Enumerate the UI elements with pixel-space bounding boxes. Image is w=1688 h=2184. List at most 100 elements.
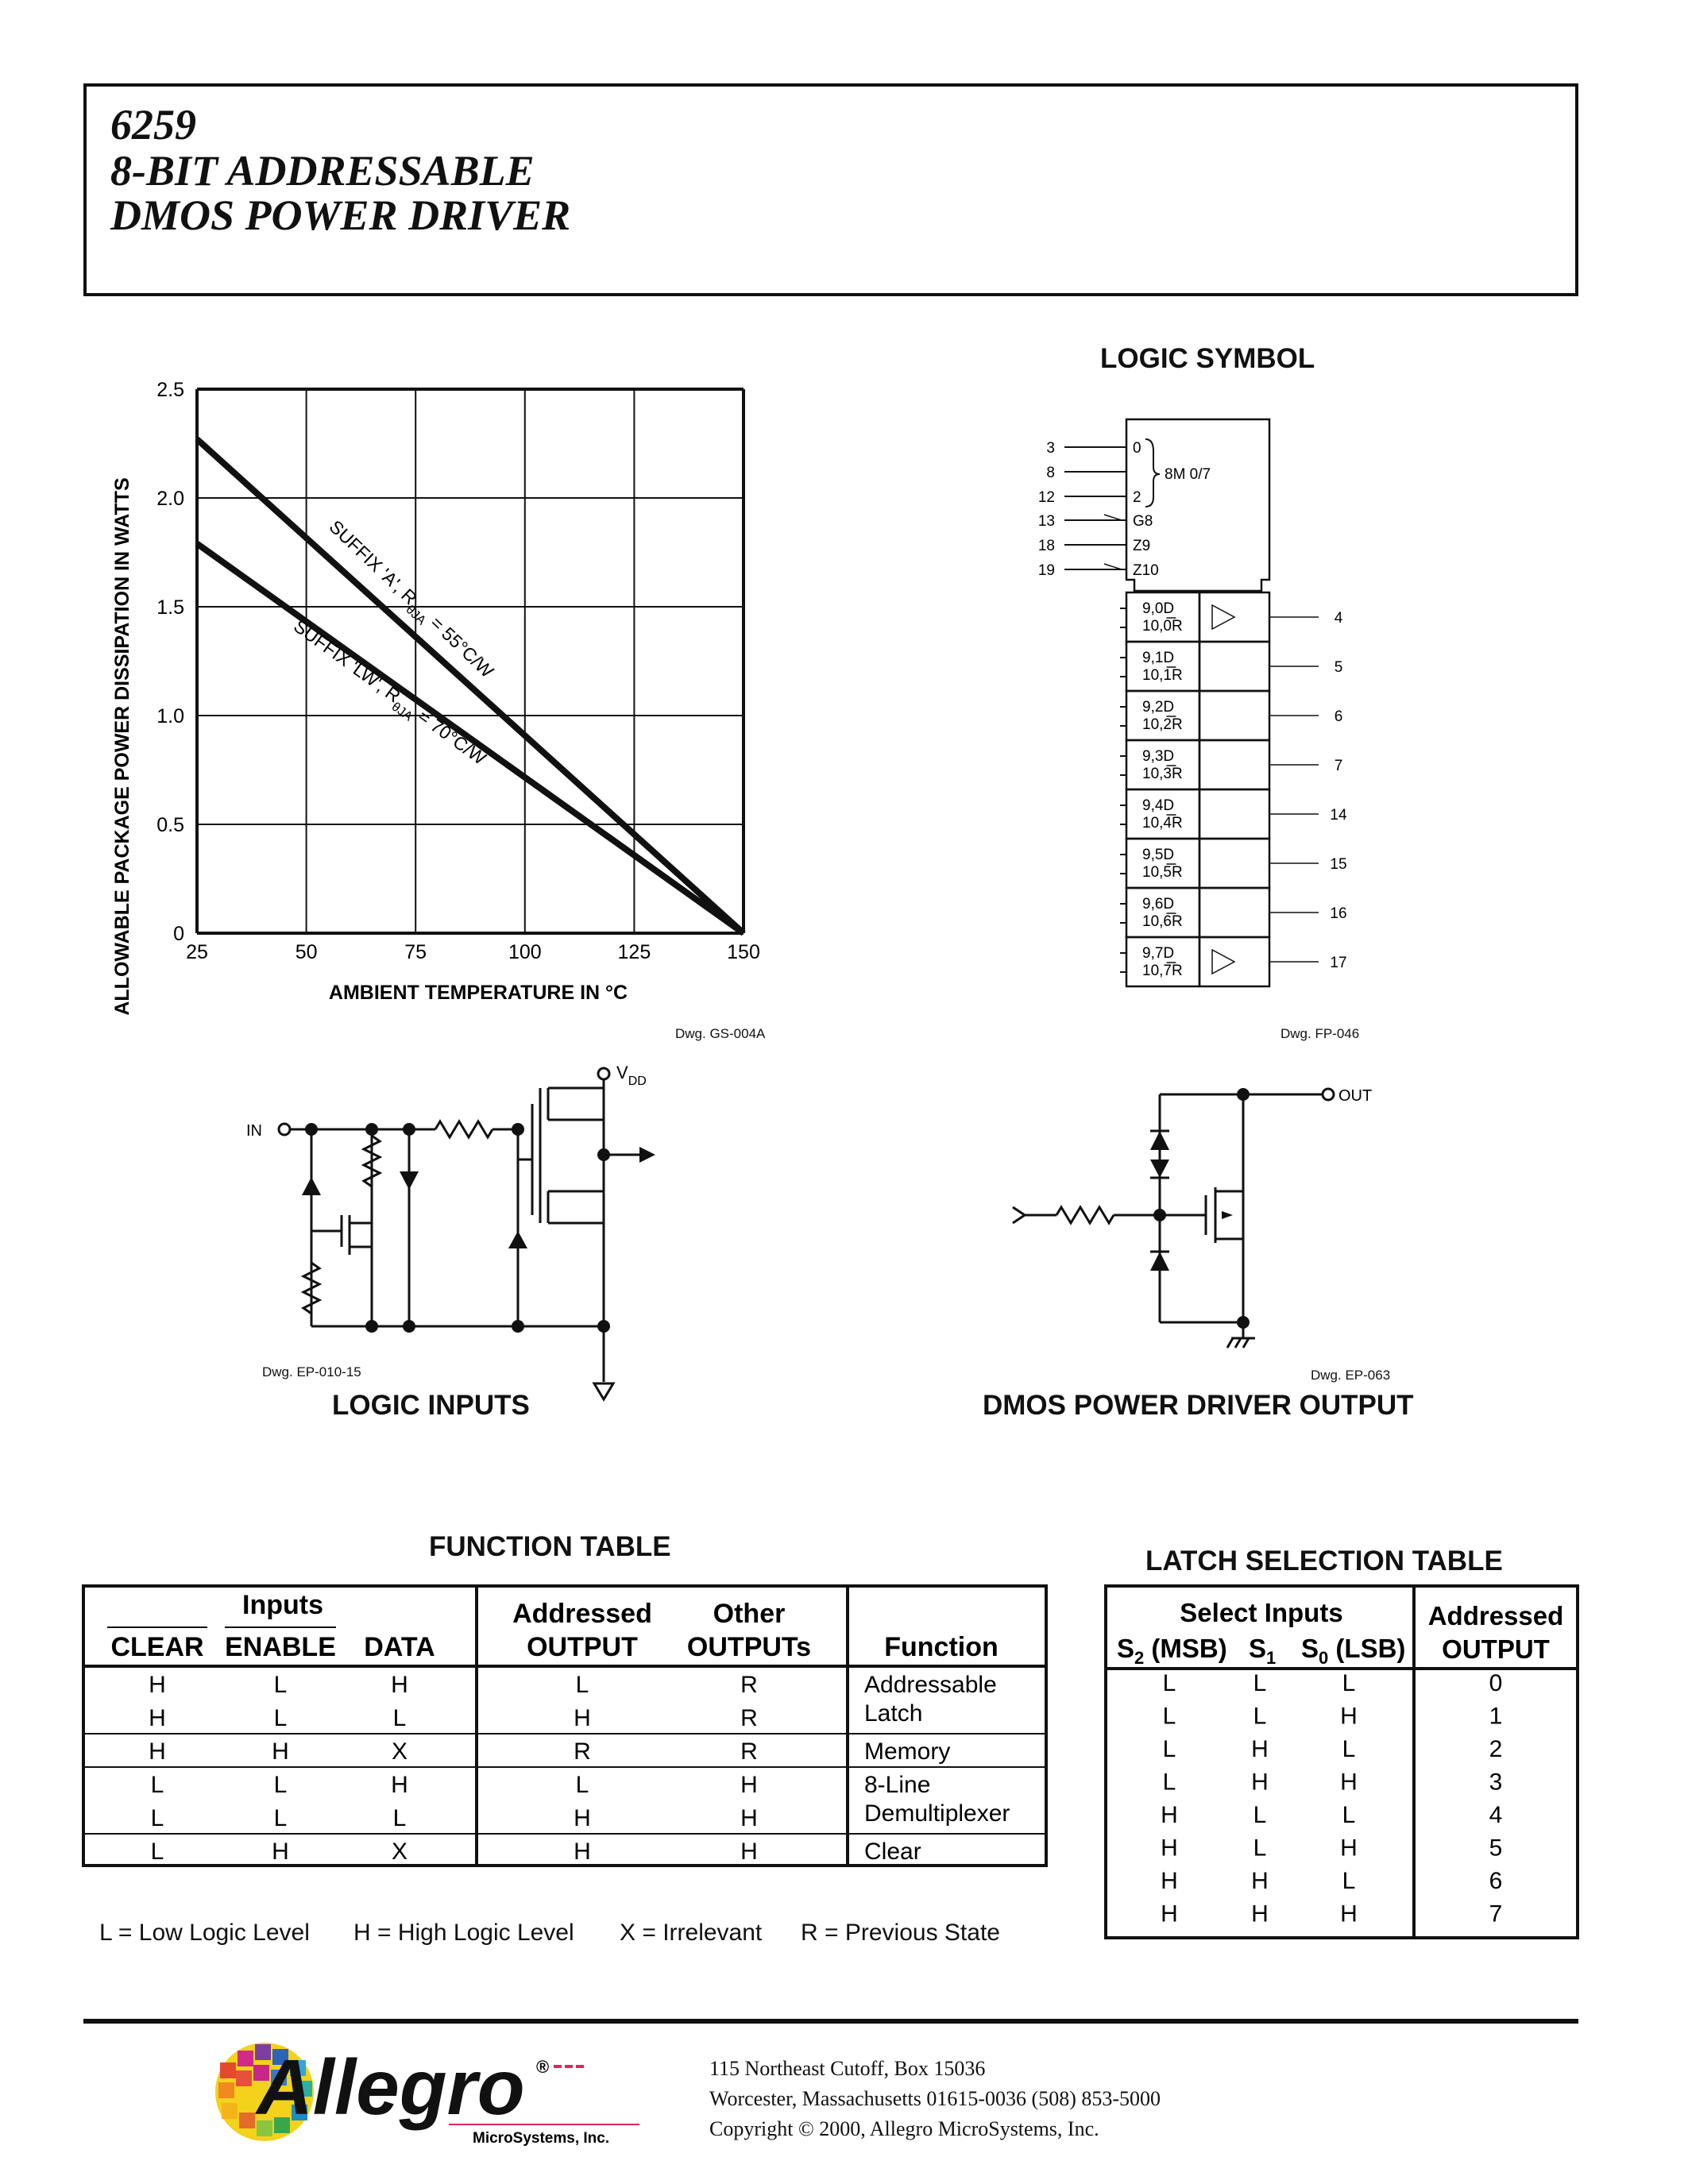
pin-3: 3 [1046, 440, 1055, 457]
col-function: Function [884, 1632, 999, 1662]
cell-pin-14: 14 [1330, 807, 1347, 824]
cell-pin-7: 7 [1335, 758, 1343, 774]
latch-table-cell: L [1163, 1704, 1176, 1730]
col-data: DATA [364, 1632, 435, 1662]
latch-table-cell: L [1163, 1736, 1176, 1762]
latch-table-cell: H [1251, 1868, 1269, 1894]
vdd-sub: DD [628, 1075, 647, 1088]
chart-y-label: ALLOWABLE PACKAGE POWER DISSIPATION IN W… [111, 477, 133, 1015]
y-tick-label: 0.5 [156, 814, 184, 836]
copyright: Copyright © 2000, Allegro MicroSystems, … [709, 2117, 1099, 2140]
latch-table-cell: 0 [1489, 1670, 1503, 1696]
cell-d-label: 9,4D [1142, 797, 1174, 814]
function-label: Clear [864, 1839, 921, 1865]
y-tick-label: 1.5 [156, 596, 184, 619]
latch-table-cell: H [1161, 1901, 1178, 1927]
function-table-cell: L [274, 1805, 288, 1831]
function-table-cell: H [149, 1705, 166, 1731]
s0-tail: (LSB) [1328, 1634, 1405, 1663]
function-table-cell: X [392, 1839, 408, 1865]
function-table-cell: H [740, 1805, 758, 1831]
addressed-label-1: Addressed [1428, 1601, 1564, 1630]
y-tick-label: 0 [173, 923, 184, 945]
cell-d-label: 9,7D [1142, 945, 1174, 962]
latch-table-cell: L [1163, 1769, 1176, 1796]
function-table-cell: H [574, 1705, 591, 1731]
series-line-1 [195, 541, 746, 936]
s1-sub: 1 [1266, 1648, 1276, 1668]
title-line-2: DMOS POWER DRIVER [110, 191, 571, 239]
logo-sub: MicroSystems, Inc. [473, 2130, 609, 2147]
function-table-cell: H [272, 1738, 289, 1765]
pin-13: 13 [1038, 513, 1055, 530]
addressed-label-2: OUTPUT [1442, 1634, 1550, 1664]
part-number: 6259 [110, 101, 196, 149]
latch-table-cell: H [1251, 1901, 1269, 1927]
cell-r-label: 10,3R [1142, 766, 1183, 782]
title-line-1: 8-BIT ADDRESSABLE [110, 147, 535, 195]
latch-table-cell: 5 [1489, 1835, 1503, 1862]
dmos-output-schematic: OUT [1012, 1087, 1372, 1349]
cell-pin-17: 17 [1330, 955, 1346, 971]
vdd-main: V [616, 1063, 628, 1082]
latch-table-cell: L [1342, 1802, 1356, 1828]
cell-r-label: 10,7R [1142, 963, 1183, 979]
pin-12: 12 [1038, 489, 1055, 506]
s0-sub: 0 [1319, 1648, 1328, 1668]
s2-sub: 2 [1134, 1648, 1144, 1668]
cell-r-label: 10,1R [1142, 667, 1183, 684]
select-inputs-label: Select Inputs [1180, 1598, 1342, 1627]
x-tick-label: 125 [618, 941, 651, 963]
dmos-drawing-number: Dwg. EP-063 [1311, 1368, 1391, 1383]
function-label: Demultiplexer [864, 1800, 1010, 1827]
s2-main: S [1117, 1634, 1134, 1663]
latch-table-heading: LATCH SELECTION TABLE [1145, 1545, 1503, 1576]
function-table-cell: L [274, 1705, 288, 1731]
cell-output-box [1198, 837, 1271, 889]
function-table-cell: H [272, 1839, 289, 1865]
logic-symbol-heading: LOGIC SYMBOL [1100, 343, 1315, 374]
latch-selection-table: Select Inputs S2 (MSB) S1 S0 (LSB) Addre… [1104, 1584, 1579, 1939]
latch-table-cell: 7 [1489, 1901, 1503, 1927]
col-enable: ENABLE [225, 1632, 336, 1662]
latch-table-cell: L [1253, 1670, 1267, 1696]
function-table-cell: L [151, 1805, 164, 1831]
logic-inputs-schematic: IN VDD [246, 1063, 655, 1402]
cell-pin-4: 4 [1335, 610, 1343, 627]
col-s2: S2 (MSB) [1117, 1634, 1227, 1668]
latch-table-cell: 4 [1489, 1802, 1503, 1828]
label-z9: Z9 [1133, 538, 1150, 554]
function-table-cell: L [274, 1672, 288, 1698]
inputs-label: Inputs [242, 1590, 323, 1620]
function-table-cell: L [393, 1805, 407, 1831]
label-0: 0 [1133, 440, 1141, 457]
logo-dashes [554, 2065, 584, 2068]
logo-text: Allegro [254, 2043, 525, 2131]
cell-r-label: 10,5R [1142, 864, 1183, 881]
logic-inputs-heading: LOGIC INPUTS [332, 1390, 530, 1421]
function-table-cell: L [393, 1705, 407, 1731]
y-tick-label: 2.0 [156, 488, 184, 510]
buffer-triangle-icon [1211, 604, 1236, 631]
cell-output-box [1198, 886, 1271, 939]
s0-main: S [1301, 1634, 1319, 1663]
col-addressed-2: OUTPUT [527, 1632, 638, 1662]
function-table-heading: FUNCTION TABLE [429, 1531, 671, 1562]
cell-r-label: 10,0R [1142, 618, 1183, 635]
function-label: Addressable [864, 1672, 997, 1698]
s2-tail: (MSB) [1144, 1634, 1226, 1663]
series-label-lw-tail: = 70°C/W [410, 703, 490, 769]
vdd-label: VDD [616, 1063, 647, 1088]
function-table-cell: H [574, 1805, 591, 1831]
cell-output-box [1198, 640, 1271, 693]
latch-table-cell: H [1161, 1868, 1178, 1894]
y-tick-label: 1.0 [156, 705, 184, 727]
col-clear: CLEAR [110, 1632, 203, 1662]
logo-underline [449, 2124, 639, 2125]
footer-rule [83, 2019, 1578, 2024]
pin-18: 18 [1038, 538, 1055, 554]
